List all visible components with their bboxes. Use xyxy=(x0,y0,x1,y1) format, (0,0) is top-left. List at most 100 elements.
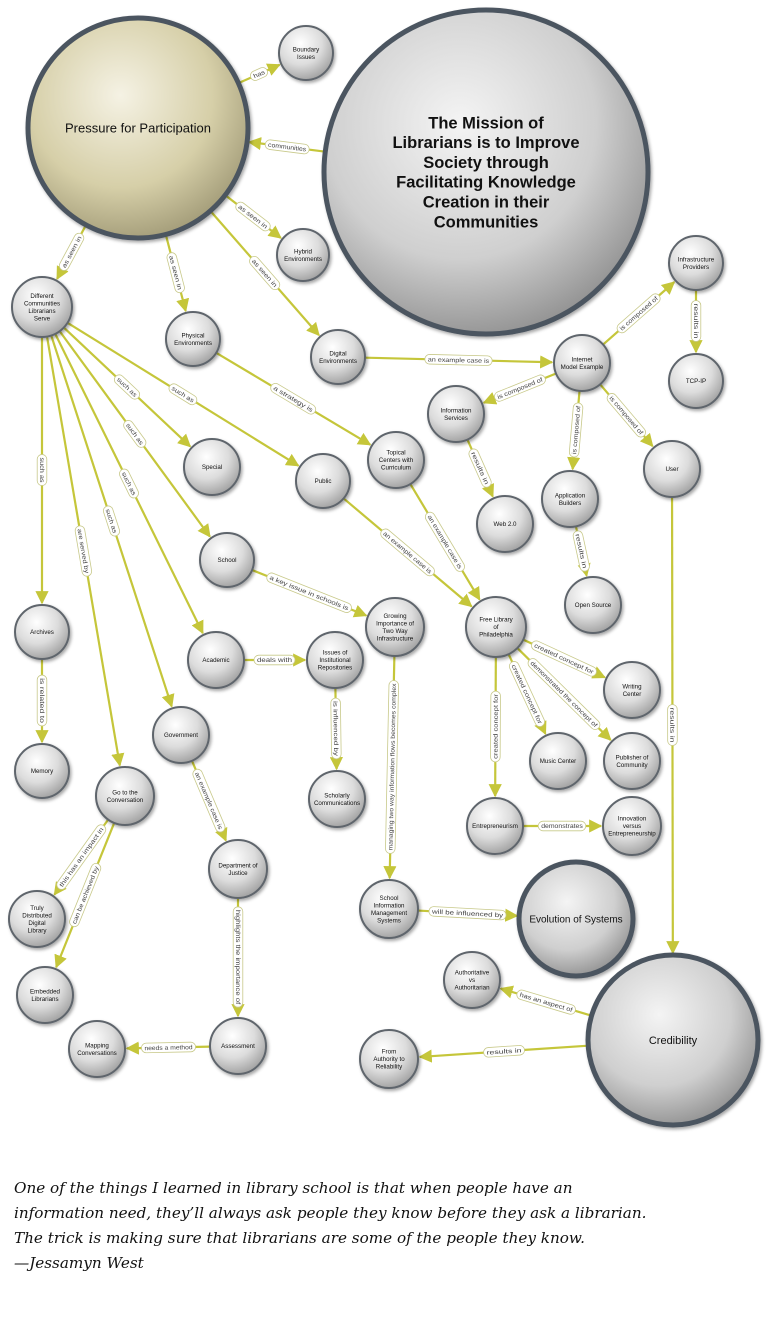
edge-different-government: such as xyxy=(50,335,175,708)
node-circle xyxy=(529,732,587,790)
node-circle xyxy=(516,859,636,979)
edge-label-text: results in xyxy=(668,707,675,743)
edge-label: as seen in xyxy=(166,252,185,294)
node-opensource[interactable]: Open Source xyxy=(564,576,622,634)
node-circle xyxy=(668,235,724,291)
edge-infoserv-web2: results in xyxy=(466,439,494,498)
node-academic[interactable]: Academic xyxy=(187,631,245,689)
node-entrepreneurism[interactable]: Entrepreneurism xyxy=(466,797,524,855)
edge-label: such as xyxy=(168,383,198,406)
node-label: User xyxy=(665,466,678,473)
node-music[interactable]: Music Center xyxy=(529,732,587,790)
node-special[interactable]: Special xyxy=(183,438,241,496)
node-archives[interactable]: Archives xyxy=(14,604,70,660)
node-tcpip[interactable]: TCP-IP xyxy=(668,353,724,409)
edge-credibility-authoritative: has an aspect of xyxy=(499,985,592,1017)
node-memory[interactable]: Memory xyxy=(14,743,70,799)
edge-label-text: is composed of xyxy=(608,395,645,437)
node-circle xyxy=(276,228,330,282)
node-public[interactable]: Public xyxy=(295,453,351,509)
edge-pressure-different: as seen in xyxy=(56,224,87,280)
edge-label: is composed of xyxy=(606,393,646,438)
node-circle xyxy=(308,770,366,828)
edge-growing-sims: managing two way information flows becom… xyxy=(383,655,399,880)
quote-line: The trick is making sure that librarians… xyxy=(14,1229,585,1247)
node-circle xyxy=(208,839,268,899)
node-user[interactable]: User xyxy=(643,440,701,498)
edge-label-text: an example case is xyxy=(428,356,490,365)
node-credibility[interactable]: Credibility xyxy=(585,952,761,1128)
edge-label: such as xyxy=(119,468,139,499)
edge-label: results in xyxy=(468,448,492,488)
edge-label: will be influenced by xyxy=(428,906,507,921)
node-circle xyxy=(603,661,661,719)
edge-label-text: is related to xyxy=(38,678,45,724)
edge-label-text: as seen in xyxy=(250,258,279,289)
node-circle xyxy=(602,796,662,856)
edge-label-text: communities xyxy=(268,142,307,154)
node-label: Memory xyxy=(31,768,54,775)
node-circle xyxy=(585,952,761,1128)
node-circle xyxy=(476,495,534,553)
node-web2[interactable]: Web 2.0 xyxy=(476,495,534,553)
edge-entrepreneurism-innovation: demonstrates xyxy=(523,819,603,833)
edge-label: demonstrates xyxy=(537,820,587,832)
node-label: Special xyxy=(202,464,222,471)
edge-label-text: is composed of xyxy=(497,376,545,401)
edge-label: communities xyxy=(264,139,310,155)
edge-label: are served by xyxy=(74,525,93,577)
node-label: School xyxy=(218,557,237,564)
edge-label-text: is influenced by xyxy=(331,701,339,757)
node-assessment[interactable]: Assessment xyxy=(209,1017,267,1075)
node-circle xyxy=(14,743,70,799)
edge-label-text: is composed of xyxy=(619,295,660,332)
node-government[interactable]: Government xyxy=(152,706,210,764)
node-school[interactable]: School xyxy=(199,532,255,588)
edge-label: a key issue in schools is xyxy=(266,572,352,613)
node-pressure[interactable]: Pressure for Participation xyxy=(25,15,251,241)
node-evolution[interactable]: Evolution of Systems xyxy=(516,859,636,979)
edge-label: an example case is xyxy=(380,528,435,577)
edge-label: as seen in xyxy=(58,232,85,271)
node-circle xyxy=(359,879,419,939)
edge-label-text: will be influenced by xyxy=(430,908,504,919)
edge-label: results in xyxy=(690,300,702,342)
node-label: Archives xyxy=(30,629,54,636)
edge-label-text: results in xyxy=(692,304,699,340)
quote-attribution: —Jessamyn West xyxy=(14,1254,144,1272)
edge-label: highlights the importance of xyxy=(232,906,244,1008)
node-circle xyxy=(466,797,524,855)
edge-label-text: an example case is xyxy=(381,530,432,575)
